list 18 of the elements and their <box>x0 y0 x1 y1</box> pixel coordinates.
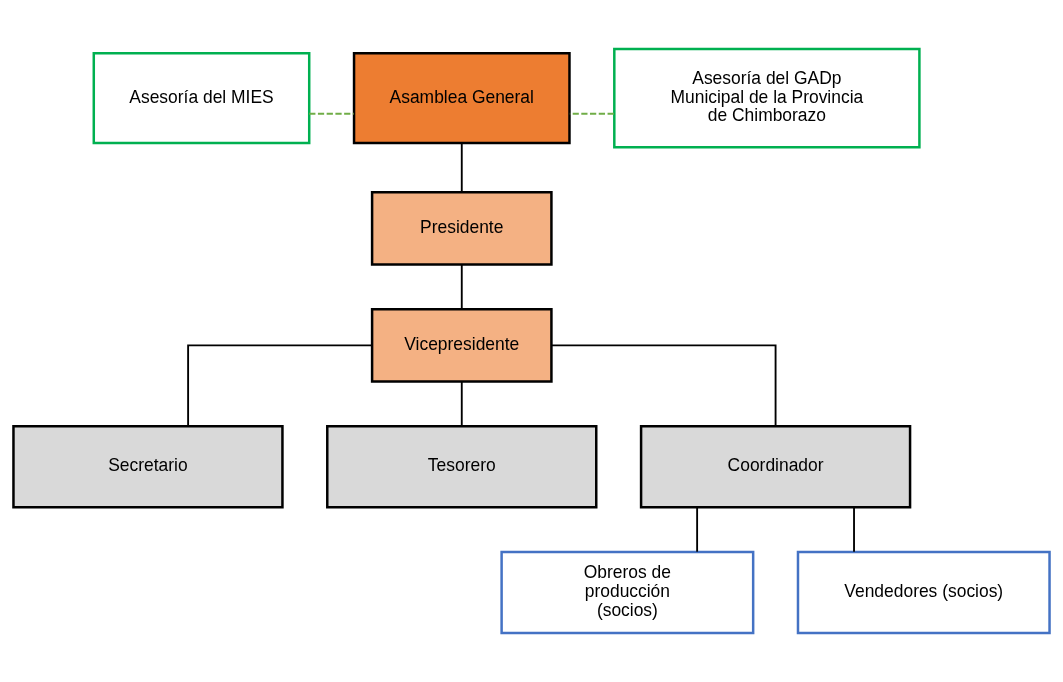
connector <box>853 506 855 553</box>
node-box: Vendedores (socios) <box>796 550 1051 635</box>
node-box: Secretario <box>12 425 284 509</box>
connector <box>696 506 699 553</box>
node-box: Asesoría del MIES <box>92 52 311 145</box>
node-box: Asamblea General <box>352 52 571 145</box>
node-box: Asesoría del GADp Municipal de la Provincia de Chimborazo <box>613 47 921 149</box>
node-box: Obreros de producción (socios) <box>500 550 755 635</box>
connector <box>460 263 463 310</box>
connector <box>187 344 373 427</box>
connector <box>460 380 463 428</box>
connector <box>308 112 355 115</box>
node-box: Vicepresidente <box>370 308 553 383</box>
node-box: Tesorero <box>326 425 598 509</box>
connector <box>460 142 463 193</box>
node-box: Presidente <box>370 190 553 266</box>
node-box: Coordinador <box>639 425 912 509</box>
connector <box>550 344 777 427</box>
